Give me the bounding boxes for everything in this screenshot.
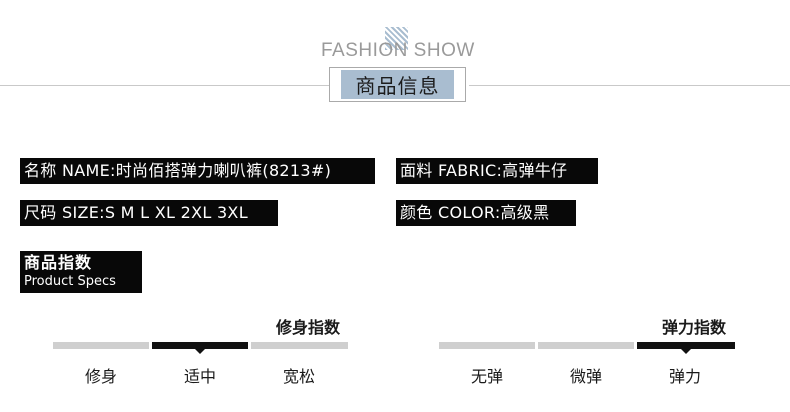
product-name-label: 名称 NAME:时尚佰搭弹力喇叭裤(8213#) [20, 158, 375, 184]
specs-heading-cn: 商品指数 [24, 253, 93, 272]
fit-scale-segment [53, 342, 149, 349]
elasticity-option-label: 无弹 [470, 367, 503, 386]
elasticity-scale-segment [637, 342, 735, 354]
elasticity-scale-segment [439, 342, 535, 349]
specs-heading: 商品指数 Product Specs [20, 251, 142, 293]
fit-option-label: 适中 [183, 367, 216, 386]
elasticity-scale-segment [538, 342, 634, 349]
page-title: 商品信息 [341, 70, 454, 99]
fit-scale-segment [152, 342, 248, 354]
product-fabric-label: 面料 FABRIC:高弹牛仔 [396, 158, 598, 184]
fit-scale-title: 修身指数 [276, 318, 341, 337]
header-divider-left [0, 85, 329, 86]
elasticity-option-label: 弹力 [668, 367, 701, 386]
header-divider-right [469, 85, 790, 86]
specs-heading-en: Product Specs [24, 274, 116, 289]
product-color-label: 颜色 COLOR:高级黑 [396, 200, 576, 226]
elasticity-scale-title: 弹力指数 [662, 318, 727, 337]
elasticity-option-label: 微弹 [569, 367, 602, 386]
fit-option-label: 修身 [84, 367, 117, 386]
header-subtitle: FASHION SHOW [321, 40, 475, 61]
fit-option-label: 宽松 [282, 367, 315, 386]
product-size-label: 尺码 SIZE:S M L XL 2XL 3XL [20, 200, 278, 226]
fit-scale-segment [251, 342, 348, 349]
striped-square-icon [385, 27, 408, 50]
